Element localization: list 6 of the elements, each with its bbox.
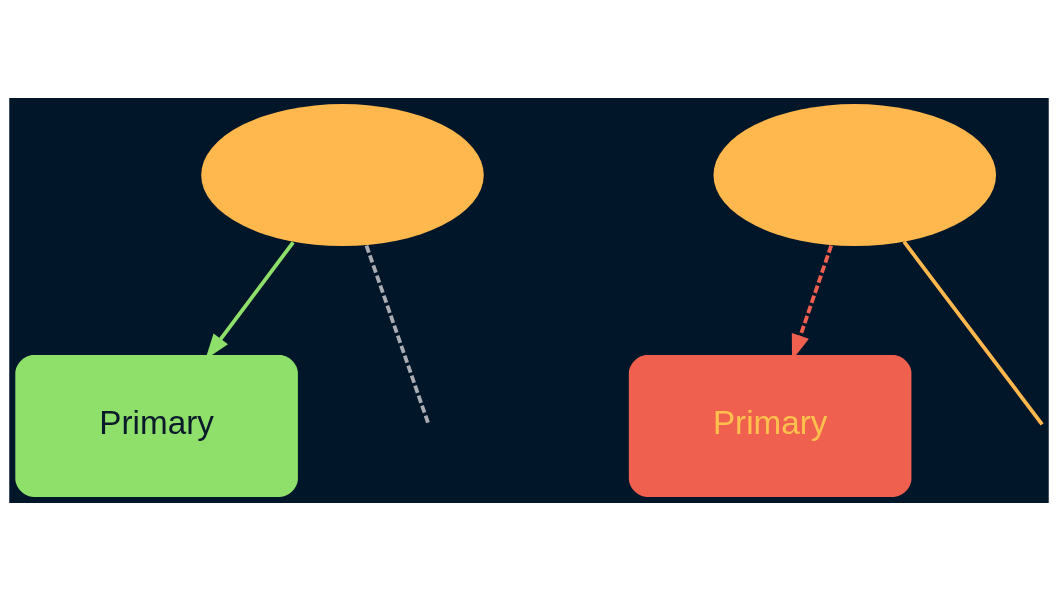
node-box: Primary	[628, 354, 912, 497]
node-box: Primary	[15, 354, 298, 497]
node-cloud	[713, 103, 997, 246]
connector	[902, 240, 1044, 425]
node-cloud	[201, 103, 484, 246]
connector	[364, 244, 431, 425]
